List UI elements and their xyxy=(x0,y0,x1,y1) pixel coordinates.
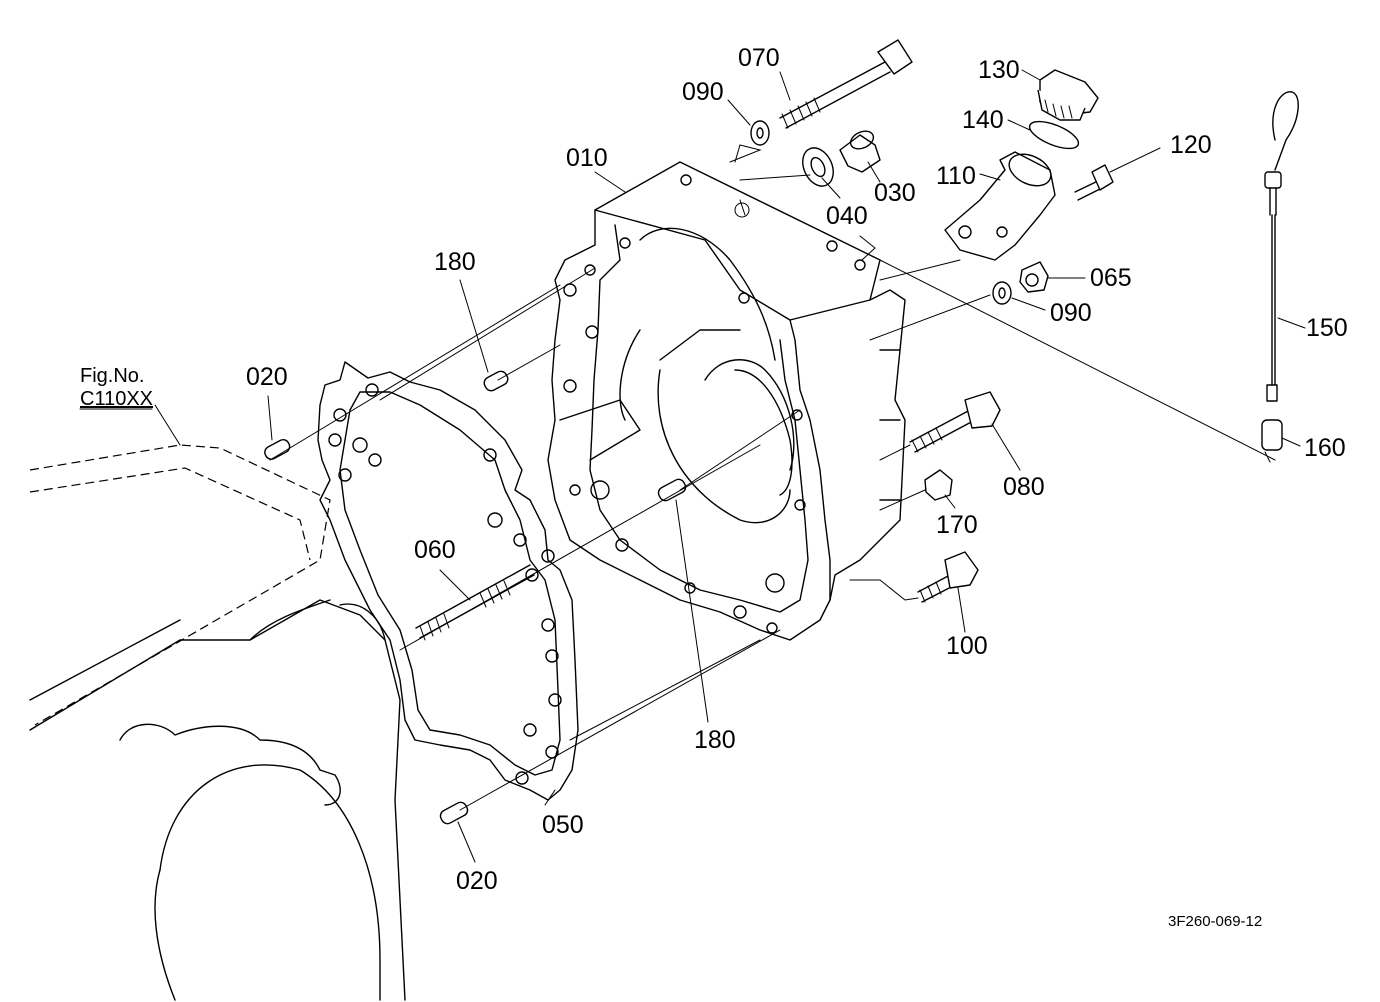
callout-080: 080 xyxy=(1003,473,1045,501)
callout-150: 150 xyxy=(1306,314,1348,342)
callout-160: 160 xyxy=(1304,434,1346,462)
filler-cap-130 xyxy=(1037,69,1099,121)
callout-130: 130 xyxy=(978,56,1020,84)
gasket-050 xyxy=(317,361,579,801)
o-ring-140 xyxy=(1028,120,1080,150)
callout-040: 040 xyxy=(826,202,868,230)
bolt-100 xyxy=(917,551,979,603)
callout-100: 100 xyxy=(946,632,988,660)
dowel-pin-180-bottom xyxy=(657,478,687,502)
nut-065 xyxy=(1019,261,1049,293)
callout-180-top: 180 xyxy=(434,248,476,276)
callout-140: 140 xyxy=(962,106,1004,134)
callout-090-right: 090 xyxy=(1050,299,1092,327)
dipstick-150 xyxy=(1261,91,1299,451)
plug-030 xyxy=(839,130,881,173)
callout-020-top: 020 xyxy=(246,363,288,391)
callout-060: 060 xyxy=(414,536,456,564)
filler-neck-110 xyxy=(944,151,1056,261)
stud-bolt-060 xyxy=(415,564,535,641)
dowel-pin-180-top xyxy=(483,370,509,392)
assembly-center-lines xyxy=(269,144,1276,811)
figure-reference-leader xyxy=(154,404,181,446)
clutch-housing-010 xyxy=(547,161,906,641)
callout-030: 030 xyxy=(874,179,916,207)
callout-070: 070 xyxy=(738,44,780,72)
callout-090-top: 090 xyxy=(682,78,724,106)
callout-010: 010 xyxy=(566,144,608,172)
callout-065: 065 xyxy=(1090,264,1132,292)
callout-020-bottom: 020 xyxy=(456,867,498,895)
seal-040 xyxy=(802,147,834,187)
dowel-pin-020-bottom xyxy=(439,801,469,825)
drawing-code: 3F260-069-12 xyxy=(1168,913,1262,930)
engine-block-outline xyxy=(29,444,406,1001)
washer-090-right xyxy=(992,281,1012,305)
bolt-080 xyxy=(909,391,1001,453)
dowel-pin-020-top xyxy=(264,439,291,460)
plug-170 xyxy=(924,469,953,501)
bolt-070 xyxy=(779,39,913,129)
callout-120: 120 xyxy=(1170,131,1212,159)
callout-leaders xyxy=(267,69,1306,863)
bolt-120 xyxy=(1074,164,1114,201)
callout-050: 050 xyxy=(542,811,584,839)
callout-180-bottom: 180 xyxy=(694,726,736,754)
callout-110: 110 xyxy=(936,162,976,190)
callout-170: 170 xyxy=(936,511,978,539)
washer-090-top xyxy=(750,120,770,146)
figure-reference-label: Fig.No. xyxy=(80,365,144,387)
figure-reference-number: C110XX xyxy=(80,388,153,410)
